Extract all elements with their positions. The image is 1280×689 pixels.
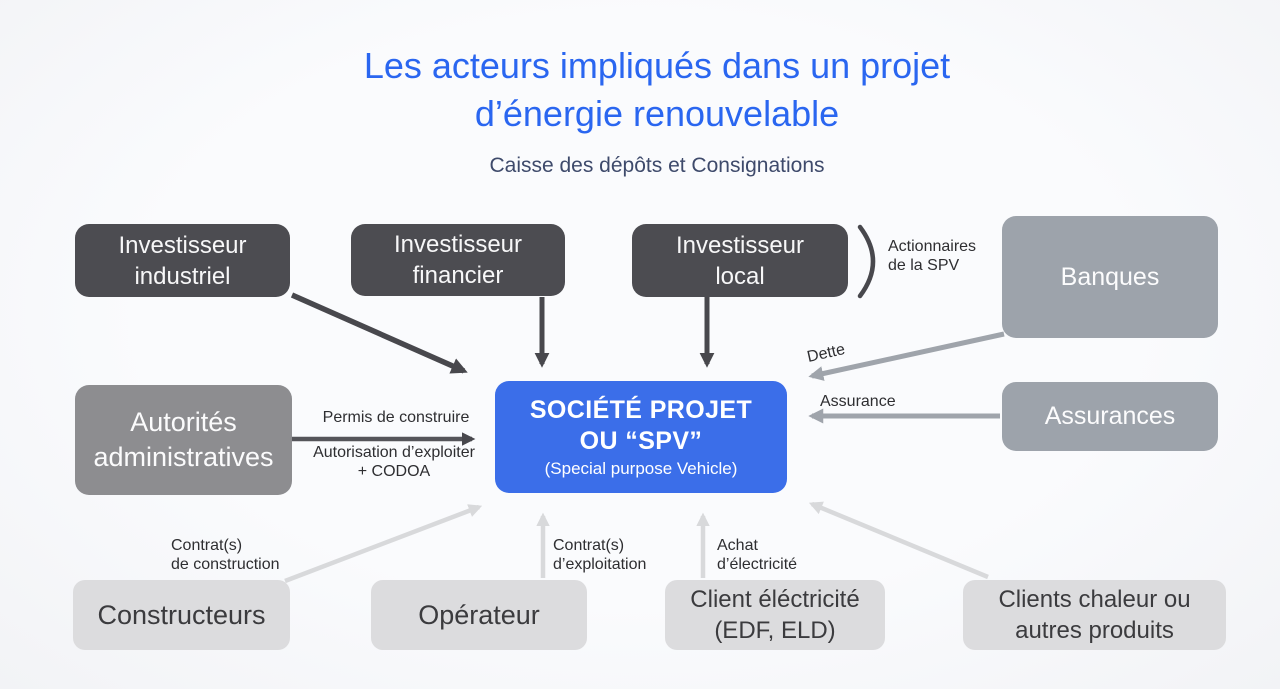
page-subtitle: Caisse des dépôts et Consignations [489,154,825,177]
node-investisseur-industriel: Investisseur industriel [75,224,290,297]
node-client-electricite: Client éléctricité (EDF, ELD) [665,580,885,650]
label-achat-electricite: Achat d’électricité [717,537,798,573]
label-actionnaires-de-la-spv: Actionnaires de la SPV [888,238,977,274]
node-clients-chaleur: Clients chaleur ou autres produits [963,580,1226,650]
label-permis-de-construire: Permis de construire [322,409,470,426]
node-constructeurs: Constructeurs [73,580,290,650]
actionnaires-brace [857,224,876,299]
title-block: Les acteurs impliqués dans un projet d’é… [34,42,1280,178]
label-contrat-construction: Contrat(s) de construction [171,537,280,573]
arrow-banques-to-spv [808,331,1005,381]
arrow-constructeurs-to-spv [284,504,483,584]
node-societe-projet-spv: SOCIÉTÉ PROJET OU “SPV” (Special purpose… [495,381,787,493]
node-investisseur-local: Investisseur local [632,224,848,297]
page-title-line2: d’énergie renouvelable [474,93,840,134]
spv-subtitle: (Special purpose Vehicle) [544,459,738,478]
label-autorisation-exploiter-codoa: Autorisation d’exploiter + CODOA [313,444,475,480]
node-operateur: Opérateur [371,580,587,650]
spv-alias: OU “SPV” [579,427,703,455]
node-investisseur-financier: Investisseur financier [351,224,565,296]
node-banques: Banques [1002,216,1218,338]
label-assurance: Assurance [820,393,896,410]
arrow-industriel-to-spv [290,292,468,374]
node-autorites-administratives: Autorités administratives [75,385,292,495]
spv-title: SOCIÉTÉ PROJET [529,396,753,424]
node-assurances: Assurances [1002,382,1218,451]
page-title-line1: Les acteurs impliqués dans un projet [363,45,951,86]
arrow-clients-chaleur-to-spv [808,501,989,580]
label-contrat-exploitation: Contrat(s) d’exploitation [553,537,647,573]
